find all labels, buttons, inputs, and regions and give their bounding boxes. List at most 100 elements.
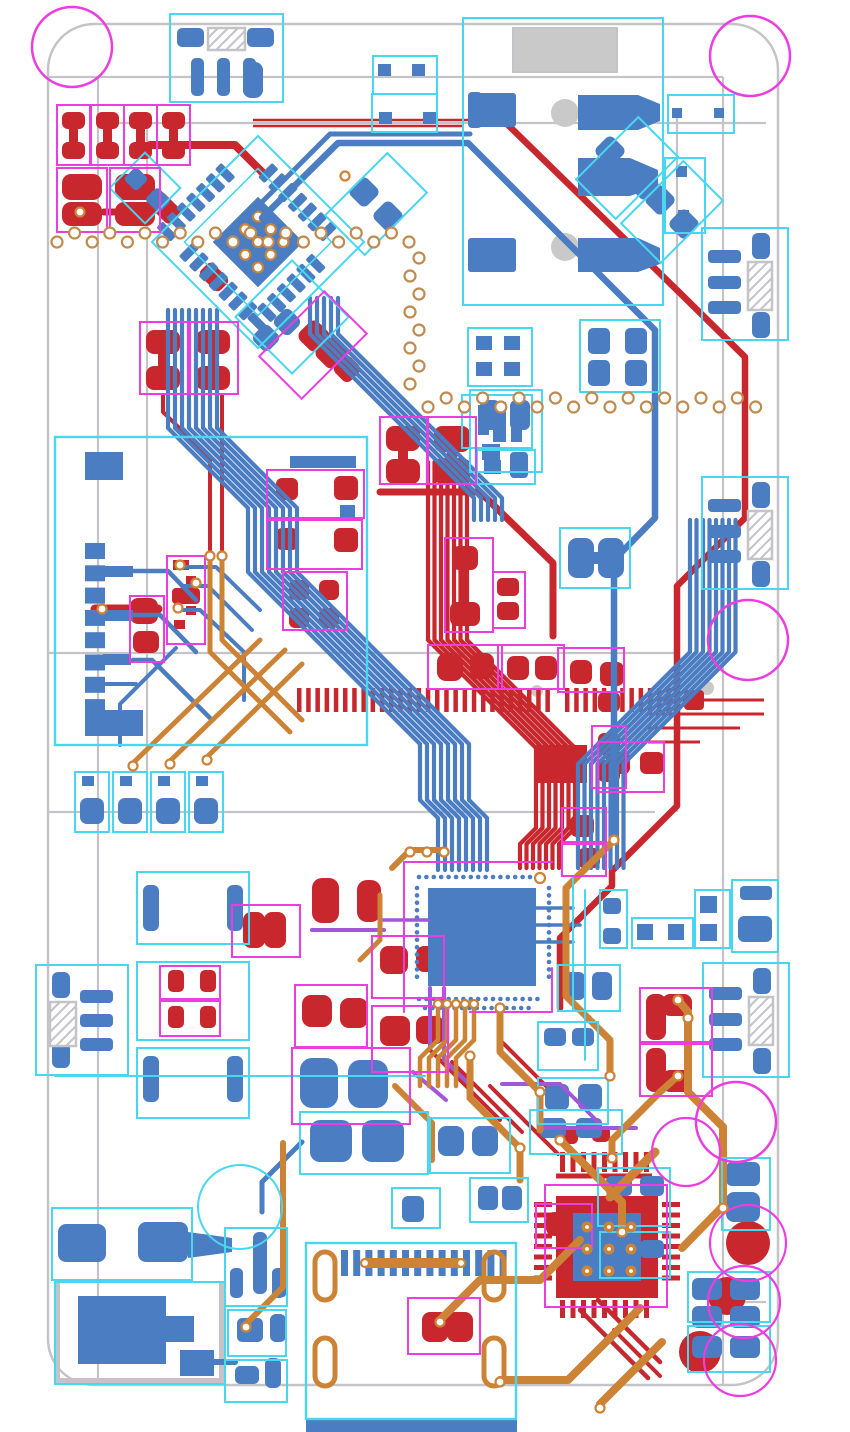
diagonal-qfn-ic-shape <box>196 183 216 202</box>
via <box>74 206 86 218</box>
bottom-copper-blue-shape <box>490 996 496 1002</box>
silkscreen-magenta-shape <box>561 807 607 845</box>
bottom-copper-blue-shape <box>58 1224 106 1262</box>
top-copper-red-shape <box>623 1152 628 1172</box>
silkscreen-magenta-shape <box>139 321 189 395</box>
bottom-copper-blue-shape <box>726 1162 760 1186</box>
top-copper-red-shape <box>646 1048 666 1092</box>
inner-copper-orange-shape <box>466 1052 524 1184</box>
bottom-copper-blue-shape <box>572 1028 594 1046</box>
top-copper-red-shape <box>315 688 320 712</box>
top-copper-red-shape <box>462 688 468 712</box>
top-copper-red-shape <box>133 631 159 653</box>
bottom-copper-blue-shape <box>546 967 552 972</box>
via <box>103 226 117 240</box>
bottom-copper-blue-shape <box>603 928 621 944</box>
via <box>339 170 351 182</box>
top-copper-red-shape <box>302 995 332 1027</box>
red-bundle-center <box>464 459 578 871</box>
bottom-copper-blue-shape <box>692 1306 722 1328</box>
top-copper-red-shape <box>583 688 588 712</box>
top-copper-red-shape <box>264 912 286 948</box>
via <box>672 1070 684 1082</box>
bottom-copper-blue-shape <box>124 167 148 191</box>
via <box>712 400 726 414</box>
bottom-copper-blue-shape <box>504 336 520 350</box>
bottom-copper-blue-shape <box>546 885 552 891</box>
via <box>629 1225 633 1229</box>
top-copper-red-shape <box>497 578 519 596</box>
crystal-hatch <box>235 40 246 51</box>
silkscreen-magenta-shape <box>639 1043 713 1097</box>
courtyards-cyan-shape <box>299 1111 429 1175</box>
bottom-copper-blue-shape <box>249 131 473 215</box>
courtyards-cyan-shape <box>150 134 366 350</box>
via <box>264 223 277 236</box>
bottom-copper-blue-shape <box>85 676 105 693</box>
bottom-copper-blue-shape <box>300 1058 338 1108</box>
inner-copper-orange-shape <box>167 647 288 764</box>
bottom-copper-blue-shape <box>227 1056 243 1102</box>
crystal-hatch <box>747 267 773 293</box>
silkscreen-magenta-shape <box>639 987 713 1043</box>
top-copper-red-shape <box>488 1084 560 1156</box>
bottom-copper-blue-shape <box>180 1350 214 1376</box>
courtyards-cyan-shape <box>537 1021 599 1071</box>
bottom-copper-blue-shape <box>85 654 105 671</box>
bottom-copper-blue-shape <box>588 360 610 386</box>
bottom-copper-blue-shape <box>527 874 533 880</box>
top-copper-red-shape <box>276 528 298 550</box>
crystal-hatch <box>748 996 760 1008</box>
via <box>548 391 563 405</box>
via <box>85 235 99 249</box>
top-copper-red-shape <box>319 580 339 600</box>
bottom-copper-blue-shape <box>80 1038 113 1051</box>
bottom-copper-blue-shape <box>526 1005 531 1011</box>
mount-slot <box>312 1335 338 1389</box>
bottom-copper-blue-shape <box>527 996 533 1002</box>
top-copper-red-shape <box>592 688 598 712</box>
silkscreen-magenta-shape <box>231 904 301 958</box>
bottom-copper-blue-shape <box>588 328 610 354</box>
silkscreen-magenta-shape <box>371 935 445 999</box>
top-copper-red-shape <box>497 602 519 620</box>
main-ic-body <box>428 888 536 986</box>
via <box>438 846 450 858</box>
top-copper-red-shape <box>490 688 495 712</box>
silkscreen-magenta-shape <box>708 1203 788 1283</box>
courtyards-cyan-shape <box>136 871 250 945</box>
via <box>434 1316 446 1328</box>
bottom-copper-blue-shape <box>544 1028 566 1046</box>
via <box>172 602 184 614</box>
via <box>239 248 252 261</box>
top-copper-red-shape <box>612 1328 662 1378</box>
top-copper-red-shape <box>334 528 358 552</box>
courtyards-cyan-shape <box>462 17 664 306</box>
bottom-copper-blue-shape <box>726 1192 760 1222</box>
bottom-copper-blue-shape <box>578 95 660 130</box>
silkscreen-magenta-shape <box>156 104 191 166</box>
bottom-copper-blue-shape <box>498 874 503 880</box>
mounting-hole <box>706 598 790 682</box>
via <box>608 834 620 846</box>
blue-bundle-left <box>179 307 455 873</box>
diagonal-qfn-ic-shape <box>267 293 287 313</box>
gray-components-shape <box>551 99 579 127</box>
bottom-copper-blue-shape <box>520 874 525 880</box>
bottom-copper-blue-shape <box>414 974 420 980</box>
bottom-copper-blue-shape <box>483 874 488 880</box>
blue-bundle-left <box>207 307 483 873</box>
bottom-copper-blue-shape <box>468 874 474 880</box>
courtyards-cyan-shape <box>136 1047 250 1119</box>
crystal-hatch <box>747 510 769 532</box>
bottom-copper-blue-shape <box>143 885 159 931</box>
via <box>359 1257 371 1269</box>
inner-copper-orange-shape <box>496 1304 644 1384</box>
bottom-copper-blue-shape <box>505 996 511 1002</box>
via <box>402 235 416 249</box>
bottom-copper-blue-shape <box>196 776 208 786</box>
bottom-copper-blue-shape <box>85 452 123 480</box>
courtyards-cyan-shape <box>557 964 621 1012</box>
silkscreen-magenta-shape <box>159 965 221 1000</box>
courtyards-cyan-shape <box>150 771 186 833</box>
